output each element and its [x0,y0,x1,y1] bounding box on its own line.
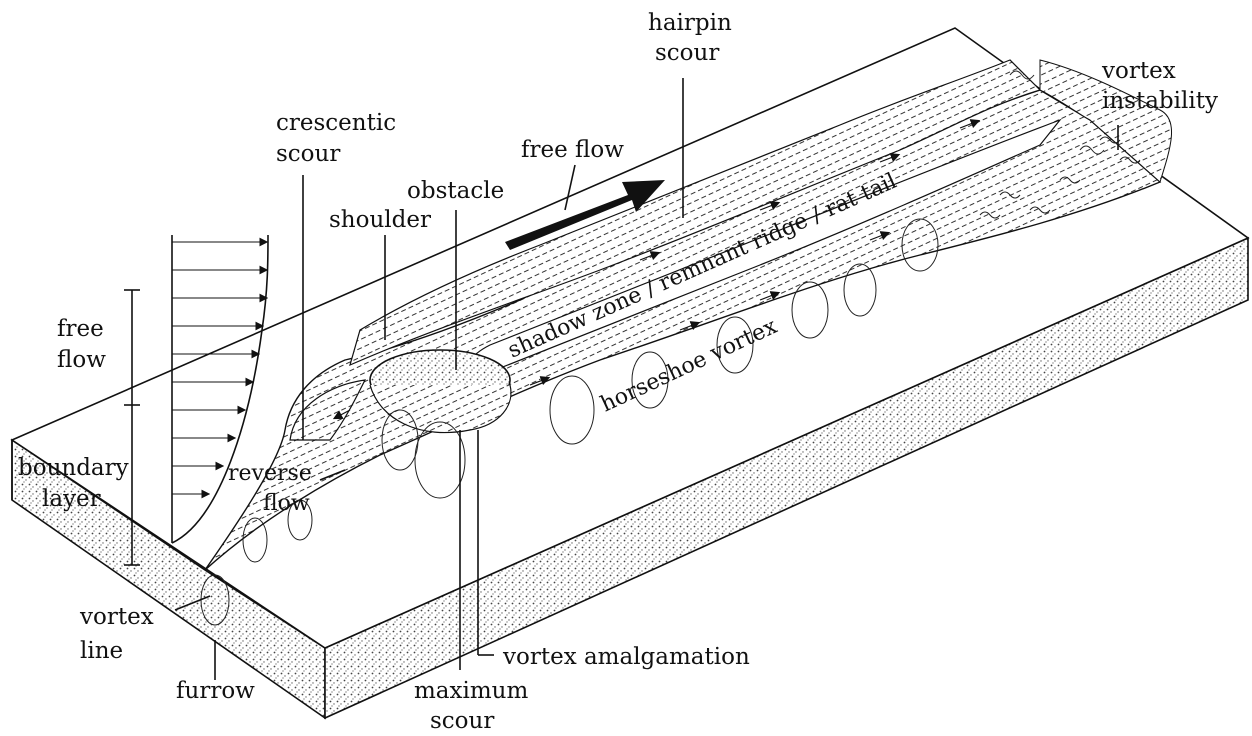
furrow-label: furrow [176,678,255,704]
vortex-amalgamation-label: vortex amalgamation [502,644,750,670]
crescentic-scour-label: crescentic scour [276,110,403,167]
free-flow-left-label: free flow [57,316,111,373]
hairpin-scour-label: hairpin scour [648,10,739,66]
free-flow-top-label: free flow [521,137,624,163]
obstacle-label: obstacle [407,178,504,204]
vortex-instability-label: vortex instability [1101,58,1218,114]
maximum-scour-label: maximum scour [414,678,536,734]
shoulder-label: shoulder [329,207,431,233]
vortex-line-label: vortex line [79,604,161,664]
